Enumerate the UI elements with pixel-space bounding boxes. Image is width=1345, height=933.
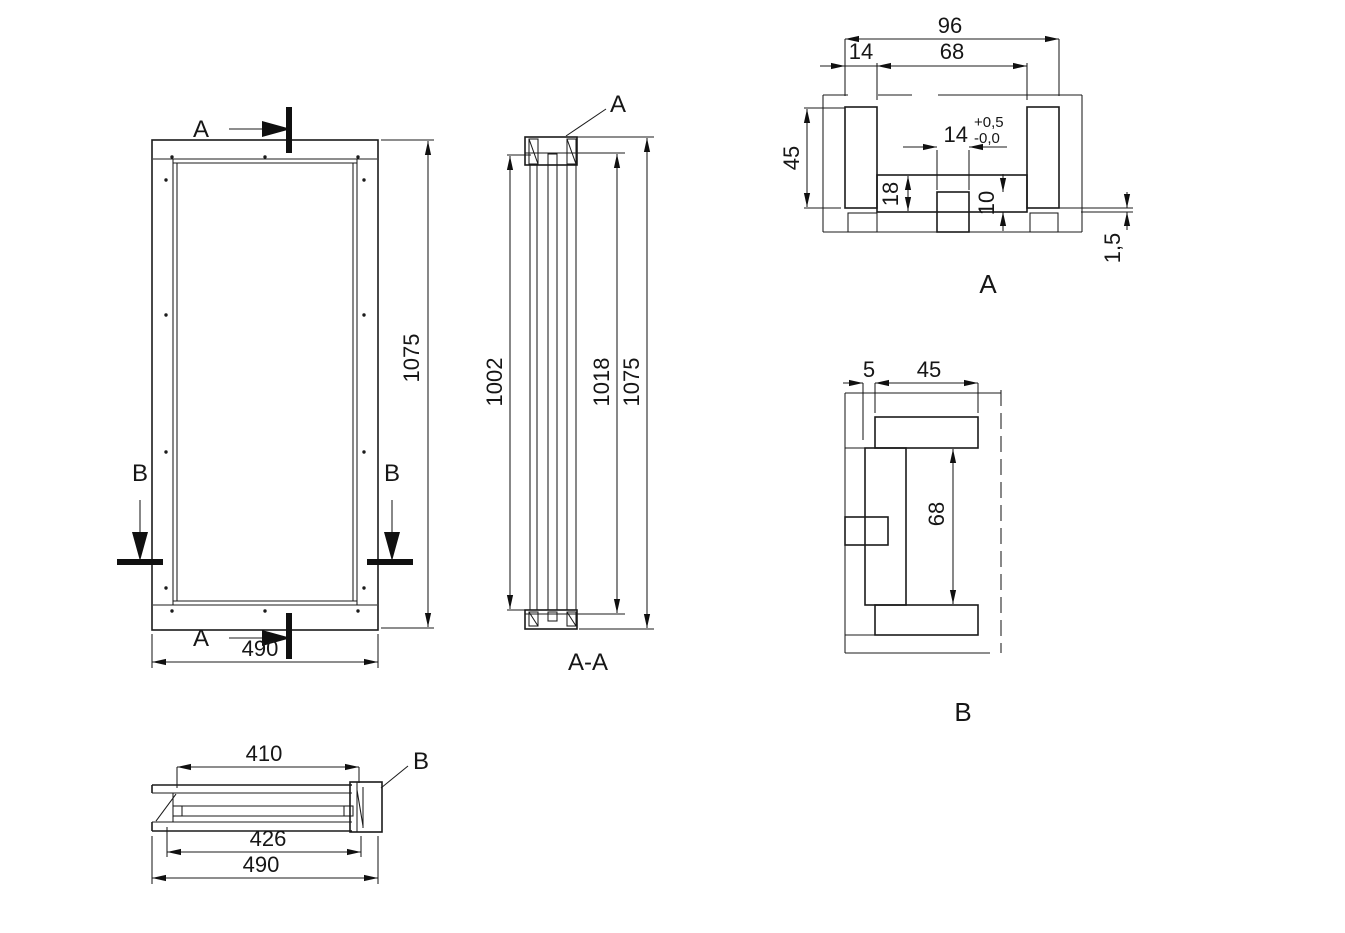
svg-text:14: 14 [849, 39, 873, 64]
screw-holes [164, 155, 366, 613]
bottom-cap [524, 609, 578, 630]
svg-text:426: 426 [250, 826, 287, 851]
svg-text:490: 490 [242, 636, 279, 661]
svg-text:68: 68 [924, 502, 949, 526]
dim-18-strip: 18 [878, 176, 912, 211]
detail-b-title: B [954, 697, 971, 727]
stile-section [864, 447, 907, 606]
detail-a-title: A [979, 269, 997, 299]
section-line-a-top: A [193, 107, 292, 153]
dim-410: 410 [176, 741, 360, 788]
svg-text:1018: 1018 [589, 358, 614, 407]
dim-mid-1018: 1018 [577, 152, 625, 615]
section-line-b-left: B [117, 460, 163, 565]
svg-text:+0,5: +0,5 [974, 114, 1004, 131]
dim-groove-width-tol: 14 +0,5 -0,0 [903, 114, 1007, 190]
top-view: B 410 426 490 [151, 741, 429, 884]
svg-text:1075: 1075 [399, 334, 424, 383]
svg-text:410: 410 [246, 741, 283, 766]
groove-notch [936, 191, 970, 233]
svg-text:1075: 1075 [619, 358, 644, 407]
section-label-a-bottom: A [193, 625, 209, 652]
dim-front-height: 1075 [381, 139, 434, 629]
svg-text:5: 5 [863, 357, 875, 382]
end-cap [349, 781, 383, 833]
svg-text:-0,0: -0,0 [974, 130, 1000, 147]
top-rail-section [874, 416, 979, 449]
section-aa-title: A-A [568, 649, 608, 676]
section-label-a-top: A [193, 116, 209, 143]
dim-total-1075: 1075 [577, 136, 654, 630]
bottom-rail-section [874, 604, 979, 636]
dim-68-opening: 68 [924, 449, 957, 604]
dim-1-5-lip: 1,5 [1100, 192, 1131, 264]
section-aa-view: A 1002 1018 1075 A-A [482, 91, 654, 676]
frame-outer-rect [151, 139, 379, 631]
leader-a [565, 108, 607, 137]
svg-text:490: 490 [243, 852, 280, 877]
dim-glass-1002: 1002 [482, 154, 531, 611]
svg-text:68: 68 [940, 39, 964, 64]
left-post-section [844, 106, 878, 209]
section-label-b-left: B [132, 460, 148, 487]
front-view: A A B B 1075 [117, 107, 434, 668]
leader-label-a: A [610, 91, 626, 118]
svg-text:45: 45 [779, 146, 804, 170]
dim-10-depth: 10 [974, 174, 1007, 231]
hinge-block [844, 516, 889, 546]
section-label-b-right: B [384, 460, 400, 487]
section-line-b-right: B [367, 460, 413, 565]
dim-5-45: 5 45 [843, 357, 979, 440]
dim-96: 96 [844, 13, 1060, 96]
svg-text:14: 14 [944, 122, 968, 147]
bottom-strip-section [876, 174, 1028, 213]
dim-front-width: 490 [151, 634, 379, 668]
right-post-section [1026, 106, 1060, 209]
leader-b [380, 765, 409, 789]
dim-426: 426 [166, 826, 362, 857]
leader-label-b: B [413, 748, 429, 775]
dim-490-top-view: 490 [151, 836, 379, 884]
svg-text:10: 10 [974, 191, 999, 215]
svg-text:1,5: 1,5 [1100, 233, 1125, 264]
detail-b-view: 5 45 68 B [843, 357, 1002, 727]
svg-text:96: 96 [938, 13, 962, 38]
section-line-a-bottom: A [193, 613, 292, 659]
dim-45-height: 45 [779, 107, 845, 209]
svg-text:1002: 1002 [482, 358, 507, 407]
svg-text:45: 45 [917, 357, 941, 382]
svg-text:18: 18 [878, 182, 903, 206]
dim-14-68: 14 68 [820, 39, 1028, 100]
detail-a-view: 96 14 68 45 18 14 [779, 13, 1133, 299]
